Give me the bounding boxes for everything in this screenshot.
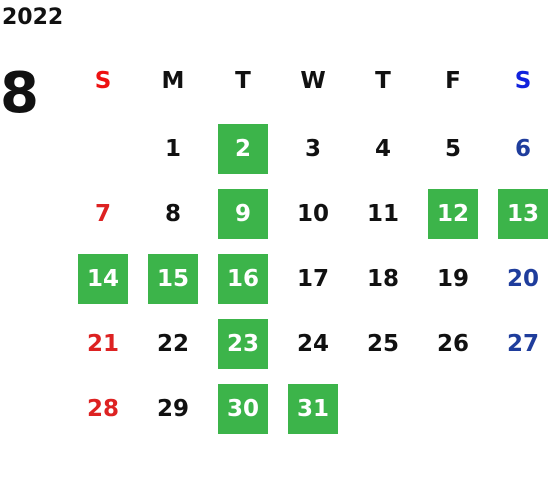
day-cell: 12 <box>418 189 488 254</box>
day-number: 26 <box>436 331 469 357</box>
day-cell: 18 <box>348 254 418 319</box>
day-number: 27 <box>506 331 539 357</box>
day-cell: 8 <box>138 189 208 254</box>
day-cell: 28 <box>68 384 138 449</box>
day-cell: 7 <box>68 189 138 254</box>
day-number-highlighted: 15 <box>148 254 198 304</box>
day-number: 28 <box>86 396 119 422</box>
day-cell: 9 <box>208 189 278 254</box>
day-number: 17 <box>296 266 329 292</box>
day-cell: 31 <box>278 384 348 449</box>
weekday-friday: F <box>445 68 461 94</box>
day-number-highlighted: 16 <box>218 254 268 304</box>
day-number: 1 <box>164 136 181 162</box>
day-number: 29 <box>156 396 189 422</box>
month-number: 8 <box>0 61 39 126</box>
day-number: 3 <box>304 136 321 162</box>
day-number: 22 <box>156 331 189 357</box>
day-cell <box>418 384 488 449</box>
day-number-highlighted: 30 <box>218 384 268 434</box>
day-number: 20 <box>506 266 539 292</box>
weekday-wednesday: W <box>300 68 326 94</box>
day-number: 10 <box>296 201 329 227</box>
day-number: 6 <box>514 136 531 162</box>
weekday-header: S M T W T F S <box>68 66 548 96</box>
day-cell: 24 <box>278 319 348 384</box>
day-cell: 14 <box>68 254 138 319</box>
day-number: 18 <box>366 266 399 292</box>
day-cell: 30 <box>208 384 278 449</box>
day-number: 4 <box>374 136 391 162</box>
day-number-highlighted: 2 <box>218 124 268 174</box>
day-cell: 29 <box>138 384 208 449</box>
day-cell: 5 <box>418 124 488 189</box>
day-cell <box>68 124 138 189</box>
day-number: 7 <box>94 201 111 227</box>
day-cell: 19 <box>418 254 488 319</box>
day-cell: 27 <box>488 319 548 384</box>
day-number-highlighted: 23 <box>218 319 268 369</box>
weekday-saturday: S <box>514 68 532 94</box>
day-cell: 20 <box>488 254 548 319</box>
day-cell: 22 <box>138 319 208 384</box>
day-cell: 11 <box>348 189 418 254</box>
year-label: 2022 <box>2 5 64 30</box>
day-cell: 15 <box>138 254 208 319</box>
day-number: 25 <box>366 331 399 357</box>
day-cell: 26 <box>418 319 488 384</box>
day-cell: 13 <box>488 189 548 254</box>
weekday-thursday: T <box>375 68 391 94</box>
weekday-sunday: S <box>94 68 112 94</box>
day-number: 11 <box>366 201 399 227</box>
day-number-highlighted: 9 <box>218 189 268 239</box>
day-cell: 2 <box>208 124 278 189</box>
day-cell: 23 <box>208 319 278 384</box>
day-cell <box>348 384 418 449</box>
day-number: 19 <box>436 266 469 292</box>
day-number-highlighted: 14 <box>78 254 128 304</box>
day-cell: 4 <box>348 124 418 189</box>
weekday-monday: M <box>161 68 185 94</box>
day-cell: 25 <box>348 319 418 384</box>
day-number-highlighted: 13 <box>498 189 548 239</box>
day-cell: 17 <box>278 254 348 319</box>
day-cell: 1 <box>138 124 208 189</box>
day-cell: 10 <box>278 189 348 254</box>
day-number: 8 <box>164 201 181 227</box>
day-number: 24 <box>296 331 329 357</box>
day-number-highlighted: 12 <box>428 189 478 239</box>
day-cell <box>488 384 548 449</box>
day-number-highlighted: 31 <box>288 384 338 434</box>
weekday-tuesday: T <box>235 68 251 94</box>
day-number: 5 <box>444 136 461 162</box>
day-cell: 21 <box>68 319 138 384</box>
day-number: 21 <box>86 331 119 357</box>
day-cell: 6 <box>488 124 548 189</box>
day-cell: 3 <box>278 124 348 189</box>
day-cell: 16 <box>208 254 278 319</box>
